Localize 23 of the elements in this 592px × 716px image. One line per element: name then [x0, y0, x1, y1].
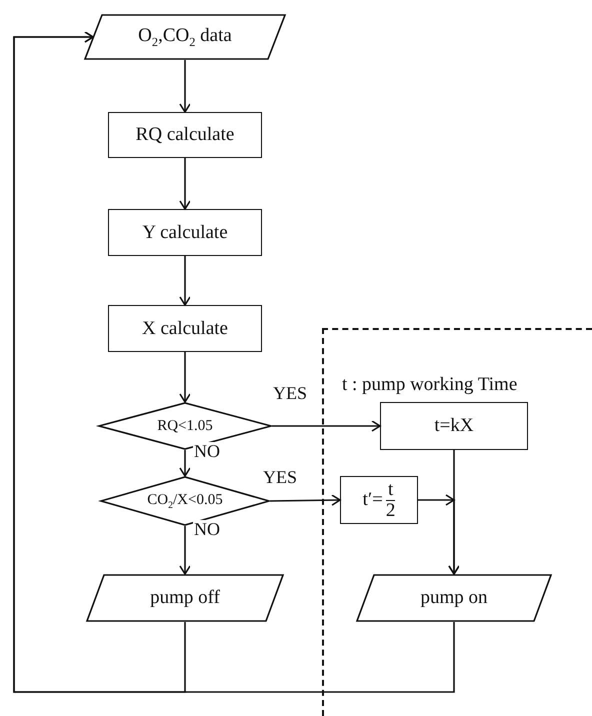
process-box: Y calculate	[108, 209, 262, 256]
edge-label: NO	[193, 442, 221, 460]
output-shape: pump off	[86, 574, 284, 622]
dashed-region	[322, 328, 592, 716]
process-box: X calculate	[108, 305, 262, 352]
arrow	[418, 494, 460, 575]
data-input-shape: O$_{2}$,CO$_{2}$ data	[84, 14, 286, 60]
edge-label: NO	[193, 520, 221, 538]
arrow	[179, 352, 191, 403]
arrow	[179, 158, 191, 210]
output-shape: pump on	[356, 574, 552, 622]
arrow	[270, 494, 341, 506]
arrow	[272, 420, 381, 432]
note-text: t : pump working Time	[342, 374, 518, 396]
edge-label: YES	[272, 384, 308, 402]
process-box: RQ calculate	[108, 112, 262, 158]
arrow	[179, 256, 191, 306]
arrow	[13, 31, 455, 693]
arrow	[179, 526, 191, 575]
process-box: t=kX	[380, 402, 528, 450]
arrow	[179, 60, 191, 113]
arrow	[179, 450, 191, 477]
edge-label: YES	[262, 468, 298, 486]
